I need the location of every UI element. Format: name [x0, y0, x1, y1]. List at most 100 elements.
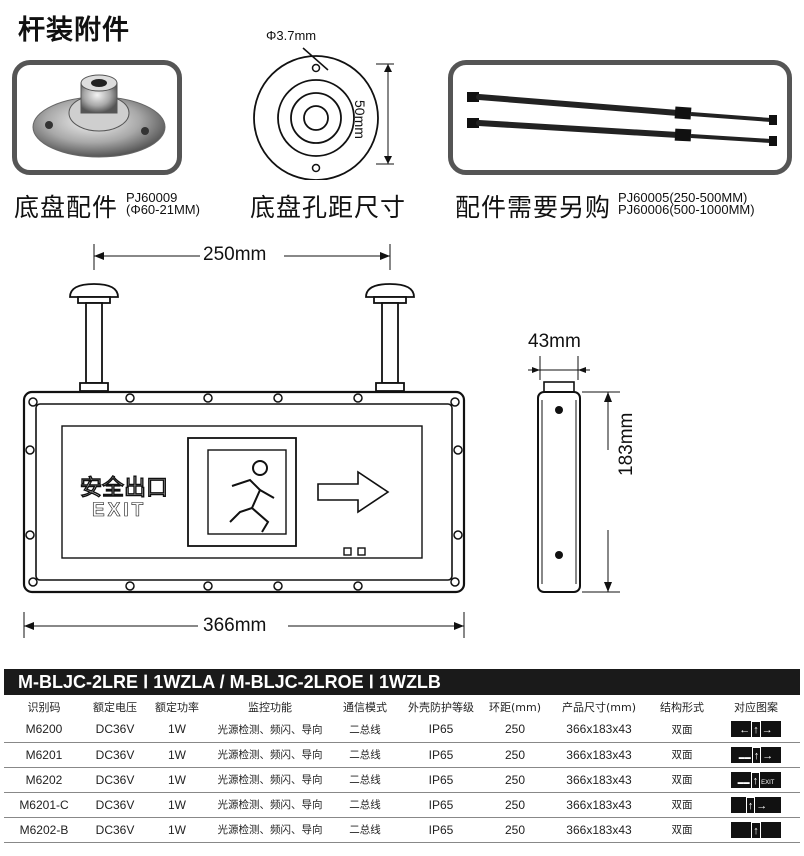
cell-comm: 二总线	[332, 767, 398, 793]
pattern-door-icon: ↑	[745, 796, 756, 815]
col-power: 额定功率	[155, 701, 199, 714]
cell-pitch: 250	[484, 717, 546, 743]
table-header-row: 识别码 额定电压 额定功率 监控功能 通信模式 外壳防护等级 环距(mm) 产品…	[4, 697, 800, 717]
base-plate-code-line2: (Φ60-21MM)	[126, 202, 200, 217]
sign-text-en: EXIT	[92, 500, 147, 522]
exit-sign-pattern-icon: ←↑→	[731, 721, 781, 740]
cell-size: 366x183x43	[546, 717, 652, 743]
cell-voltage: DC36V	[84, 817, 146, 843]
cell-ip: IP65	[398, 717, 484, 743]
pattern-small-text-icon: ▬▬	[737, 779, 750, 786]
hole-distance-caption: 底盘孔距尺寸	[250, 193, 407, 222]
cell-structure: 双面	[652, 792, 712, 818]
cell-voltage: DC36V	[84, 717, 146, 743]
cell-comm: 二总线	[332, 792, 398, 818]
cell-pattern: ▬▬↑→	[712, 742, 800, 768]
col-monitor: 监控功能	[248, 701, 292, 714]
cell-structure: 双面	[652, 767, 712, 793]
rods-code: PJ60005(250-500MM) PJ60006(500-1000MM)	[618, 190, 755, 217]
cell-comm: 二总线	[332, 742, 398, 768]
cell-pitch: 250	[484, 817, 546, 843]
cell-comm: 二总线	[332, 717, 398, 743]
pattern-door-icon: ↑	[751, 721, 761, 740]
spec-table: 识别码 额定电压 额定功率 监控功能 通信模式 外壳防护等级 环距(mm) 产品…	[4, 697, 800, 843]
side-view-drawing	[528, 356, 620, 593]
base-plate-code-line1: PJ60009	[126, 190, 178, 205]
model-title-bar: M-BLJC-2LRE Ⅰ 1WZLA / M-BLJC-2LROE Ⅰ 1WZ…	[4, 669, 800, 695]
col-ip: 外壳防护等级	[408, 701, 474, 714]
base-plate-caption: 底盘配件	[14, 193, 119, 222]
rods-caption: 配件需要另购	[455, 193, 612, 222]
cell-power: 1W	[146, 742, 208, 768]
cell-structure: 双面	[652, 817, 712, 843]
hole-distance-label: 50mm	[352, 100, 368, 139]
pattern-exit-text: EXIT	[761, 779, 775, 786]
rods-photo-frame	[448, 60, 792, 175]
cell-power: 1W	[146, 767, 208, 793]
table-row: M6201 DC36V 1W 光源检测、频闪、导向 二总线 IP65 250 3…	[4, 742, 800, 768]
cell-structure: 双面	[652, 742, 712, 768]
cell-pattern: ▬▬↑EXIT	[712, 767, 800, 793]
page-title: 杆装附件	[18, 15, 130, 46]
cell-pattern: ←↑→	[712, 717, 800, 743]
pattern-right-arrow: →	[761, 724, 773, 737]
pattern-left-arrow: ←	[739, 724, 751, 737]
cell-comm: 二总线	[332, 817, 398, 843]
cell-code: M6200	[4, 717, 84, 743]
cell-pattern: ↑	[712, 817, 800, 843]
table-row: M6202 DC36V 1W 光源检测、频闪、导向 二总线 IP65 250 3…	[4, 767, 800, 793]
cell-pitch: 250	[484, 792, 546, 818]
col-comm: 通信模式	[343, 701, 387, 714]
exit-sign-pattern-icon: ▬▬↑→	[731, 746, 781, 765]
cell-code: M6202	[4, 767, 84, 793]
col-voltage: 额定电压	[93, 701, 137, 714]
cell-code: M6202-B	[4, 817, 84, 843]
mounting-rods-icon	[467, 92, 777, 146]
cell-size: 366x183x43	[546, 742, 652, 768]
col-pattern: 对应图案	[734, 701, 778, 714]
pattern-small-text-icon: ▬▬	[738, 754, 751, 761]
front-view-drawing	[22, 244, 466, 638]
cell-pitch: 250	[484, 767, 546, 793]
cell-ip: IP65	[398, 742, 484, 768]
exit-sign-pattern-icon: ↑	[731, 821, 781, 840]
rods-code-line2: PJ60006(500-1000MM)	[618, 202, 755, 217]
cell-size: 366x183x43	[546, 767, 652, 793]
cell-monitor: 光源检测、频闪、导向	[208, 742, 332, 768]
cell-voltage: DC36V	[84, 767, 146, 793]
base-plate-photo-frame	[12, 60, 182, 175]
hole-diameter-label: Φ3.7mm	[266, 28, 317, 43]
exit-sign-pattern-icon: ▬▬↑EXIT	[731, 771, 781, 790]
cell-pattern: ↑→	[712, 792, 800, 818]
cell-voltage: DC36V	[84, 742, 146, 768]
cell-ip: IP65	[398, 792, 484, 818]
cell-code: M6201	[4, 742, 84, 768]
cell-power: 1W	[146, 817, 208, 843]
pattern-right-arrow: →	[762, 749, 774, 762]
col-size: 产品尺寸(mm)	[561, 701, 636, 714]
cell-structure: 双面	[652, 717, 712, 743]
cell-power: 1W	[146, 717, 208, 743]
cell-voltage: DC36V	[84, 792, 146, 818]
base-plate-code: PJ60009 (Φ60-21MM)	[126, 190, 200, 217]
cell-power: 1W	[146, 792, 208, 818]
width-dimension-label: 366mm	[203, 615, 267, 636]
pattern-right-arrow: →	[756, 799, 768, 812]
pattern-door-icon: ↑	[750, 771, 761, 790]
exit-sign-pattern-icon: ↑→	[731, 796, 781, 815]
base-plate-icon	[32, 74, 166, 158]
height-dimension-label: 183mm	[616, 412, 637, 476]
pattern-door-icon: ↑	[751, 746, 762, 765]
cell-monitor: 光源检测、频闪、导向	[208, 792, 332, 818]
cell-monitor: 光源检测、频闪、导向	[208, 767, 332, 793]
cell-monitor: 光源检测、频闪、导向	[208, 717, 332, 743]
cell-size: 366x183x43	[546, 792, 652, 818]
cell-monitor: 光源检测、频闪、导向	[208, 817, 332, 843]
table-row: M6201-C DC36V 1W 光源检测、频闪、导向 二总线 IP65 250…	[4, 792, 800, 818]
table-row: M6200 DC36V 1W 光源检测、频闪、导向 二总线 IP65 250 3…	[4, 717, 800, 743]
col-code: 识别码	[27, 701, 61, 714]
rods-code-line1: PJ60005(250-500MM)	[618, 190, 748, 205]
cell-ip: IP65	[398, 817, 484, 843]
sign-text-cn: 安全出口	[80, 476, 169, 502]
cell-pitch: 250	[484, 742, 546, 768]
